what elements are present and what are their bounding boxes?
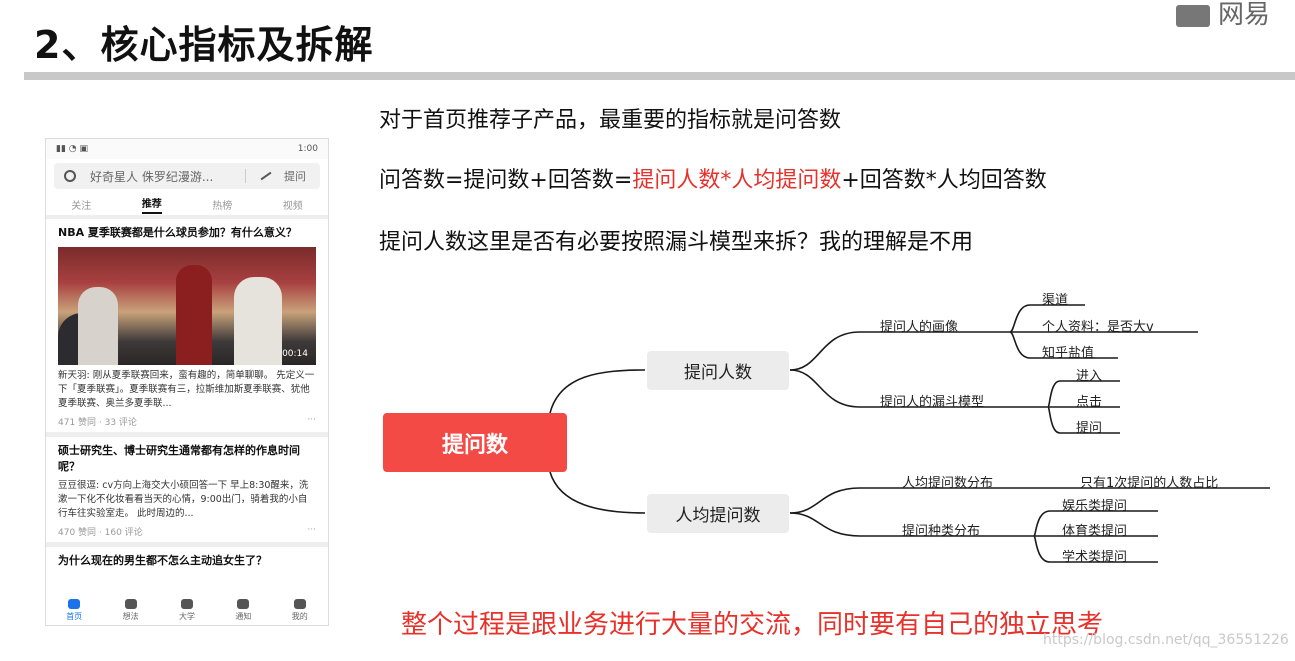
feed-meta: 471 赞同 · 33 评论··· <box>58 415 316 428</box>
more-icon[interactable]: ··· <box>307 415 316 425</box>
connector <box>1009 304 1085 333</box>
connector <box>789 331 1010 371</box>
mindmap-label: 提问种类分布 <box>902 524 981 539</box>
mindmap-branch-askers: 提问人数 <box>647 351 789 390</box>
mindmap-leaf: 体育类提问 <box>1062 524 1128 539</box>
mindmap-branch-per-capita: 人均提问数 <box>647 494 789 533</box>
slide-title: 2、核心指标及拆解 <box>34 23 374 67</box>
brand-name: 网易 <box>1218 0 1271 30</box>
video-thumbnail[interactable]: 00:14 <box>58 247 316 365</box>
feed-item[interactable]: NBA 夏季联赛都是什么球员参加？有什么意义？ 00:14 新天羽: 刚从夏季联… <box>46 219 328 437</box>
nav-notifications[interactable]: 通知 <box>235 598 251 622</box>
mindmap-leaf: 个人资料：是否大v <box>1042 320 1154 335</box>
text-line-2: 问答数=提问数+回答数=提问人数*人均提问数+回答数*人均回答数 <box>379 168 1047 193</box>
tab-follow[interactable]: 关注 <box>71 200 92 212</box>
phone-screenshot: ▮▮ ◔ ▣ 1:00 好奇星人 侏罗纪漫游... 提问 关注 推荐 热榜 视频… <box>45 138 329 626</box>
mindmap-leaf: 知乎盐值 <box>1042 346 1095 361</box>
search-bar[interactable]: 好奇星人 侏罗纪漫游... 提问 <box>54 163 320 189</box>
feed-title[interactable]: 硕士研究生、博士研究生通常都有怎样的作息时间呢？ <box>58 444 300 473</box>
feed-meta: 470 赞同 · 160 评论··· <box>58 525 316 538</box>
mindmap-leaf: 提问 <box>1076 421 1103 436</box>
graduation-cap-icon <box>180 598 193 609</box>
mindmap-leaf: 渠道 <box>1042 293 1069 308</box>
connector <box>789 369 1048 408</box>
feed-excerpt[interactable]: 豆豆很逗: cv方向上海交大小硕回答一下 早上8:30醒来，洗漱一下化不化妆看看… <box>58 480 309 519</box>
feed-title[interactable]: NBA 夏季联赛都是什么球员参加？有什么意义？ <box>58 226 297 239</box>
ask-label: 提问 <box>284 170 306 183</box>
connector <box>1009 331 1118 359</box>
feed-excerpt[interactable]: 新天羽: 刚从夏季联赛回来，蛮有趣的，简单聊聊。 先定义一下「夏季联赛」。夏季联… <box>58 370 315 409</box>
status-bar: ▮▮ ◔ ▣ 1:00 <box>46 139 328 159</box>
conclusion-text: 整个过程是跟业务进行大量的交流，同时要有自己的独立思考 <box>401 610 1104 640</box>
title-divider <box>24 72 1295 80</box>
mindmap-leaf: 娱乐类提问 <box>1062 499 1128 514</box>
brand-icon <box>1176 4 1210 27</box>
thumbnail-figure <box>234 277 282 365</box>
mindmap-leaf: 点击 <box>1076 395 1103 410</box>
connector <box>789 512 1034 537</box>
tab-video[interactable]: 视频 <box>282 200 303 212</box>
bell-icon <box>237 598 250 609</box>
tab-hot[interactable]: 热榜 <box>212 200 233 212</box>
search-icon <box>64 170 76 182</box>
mindmap-root-node: 提问数 <box>383 413 567 472</box>
connector <box>789 487 1270 514</box>
watermark: https://blog.csdn.net/qq_36551226 <box>1043 632 1289 648</box>
search-placeholder: 好奇星人 侏罗纪漫游... <box>90 169 214 184</box>
feed-item[interactable]: 为什么现在的男生都不怎么主动追女生了？ <box>46 547 328 573</box>
mindmap-label: 提问人的漏斗模型 <box>880 395 985 410</box>
status-time: 1:00 <box>297 144 318 154</box>
connector <box>1047 406 1120 434</box>
nav-university[interactable]: 大学 <box>179 598 195 622</box>
thumbnail-figure <box>176 265 212 365</box>
more-icon[interactable]: ··· <box>307 525 316 535</box>
mindmap-leaf: 学术类提问 <box>1062 550 1128 565</box>
nav-ideas[interactable]: 想法 <box>123 598 139 622</box>
connector <box>1033 535 1158 563</box>
text-line-1: 对于首页推荐子产品，最重要的指标就是问答数 <box>379 108 842 133</box>
video-duration: 00:14 <box>282 349 308 359</box>
feed-title[interactable]: 为什么现在的男生都不怎么主动追女生了？ <box>58 554 267 567</box>
connector <box>1047 380 1120 408</box>
connector <box>549 471 646 514</box>
mindmap-leaf: 只有1次提问的人数占比 <box>1080 476 1219 491</box>
connector <box>1033 510 1158 537</box>
feed-tabs: 关注 推荐 热榜 视频 <box>46 193 328 219</box>
mindmap-label: 提问人的画像 <box>880 320 959 335</box>
text-line-3: 提问人数这里是否有必要按照漏斗模型来拆？我的理解是不用 <box>379 230 974 255</box>
bottom-nav: 首页 想法 大学 通知 我的 <box>46 595 328 625</box>
user-icon <box>293 598 306 609</box>
tab-recommend[interactable]: 推荐 <box>141 195 162 214</box>
brand-logo: 网易 <box>1176 0 1270 31</box>
feed-item[interactable]: 硕士研究生、博士研究生通常都有怎样的作息时间呢？ 豆豆很逗: cv方向上海交大小… <box>46 437 328 547</box>
connector <box>549 369 646 414</box>
highlighted-formula: 提问人数*人均提问数 <box>632 168 842 193</box>
ask-button[interactable]: 提问 <box>245 169 320 183</box>
nav-profile[interactable]: 我的 <box>292 598 308 622</box>
home-icon <box>68 598 81 609</box>
thumbnail-figure <box>78 287 118 365</box>
nav-home[interactable]: 首页 <box>66 598 82 622</box>
mindmap-label: 人均提问数分布 <box>902 476 994 491</box>
signal-icon: ▮▮ ◔ ▣ <box>56 144 88 154</box>
mindmap-leaf: 进入 <box>1076 369 1103 384</box>
idea-icon <box>124 598 137 609</box>
